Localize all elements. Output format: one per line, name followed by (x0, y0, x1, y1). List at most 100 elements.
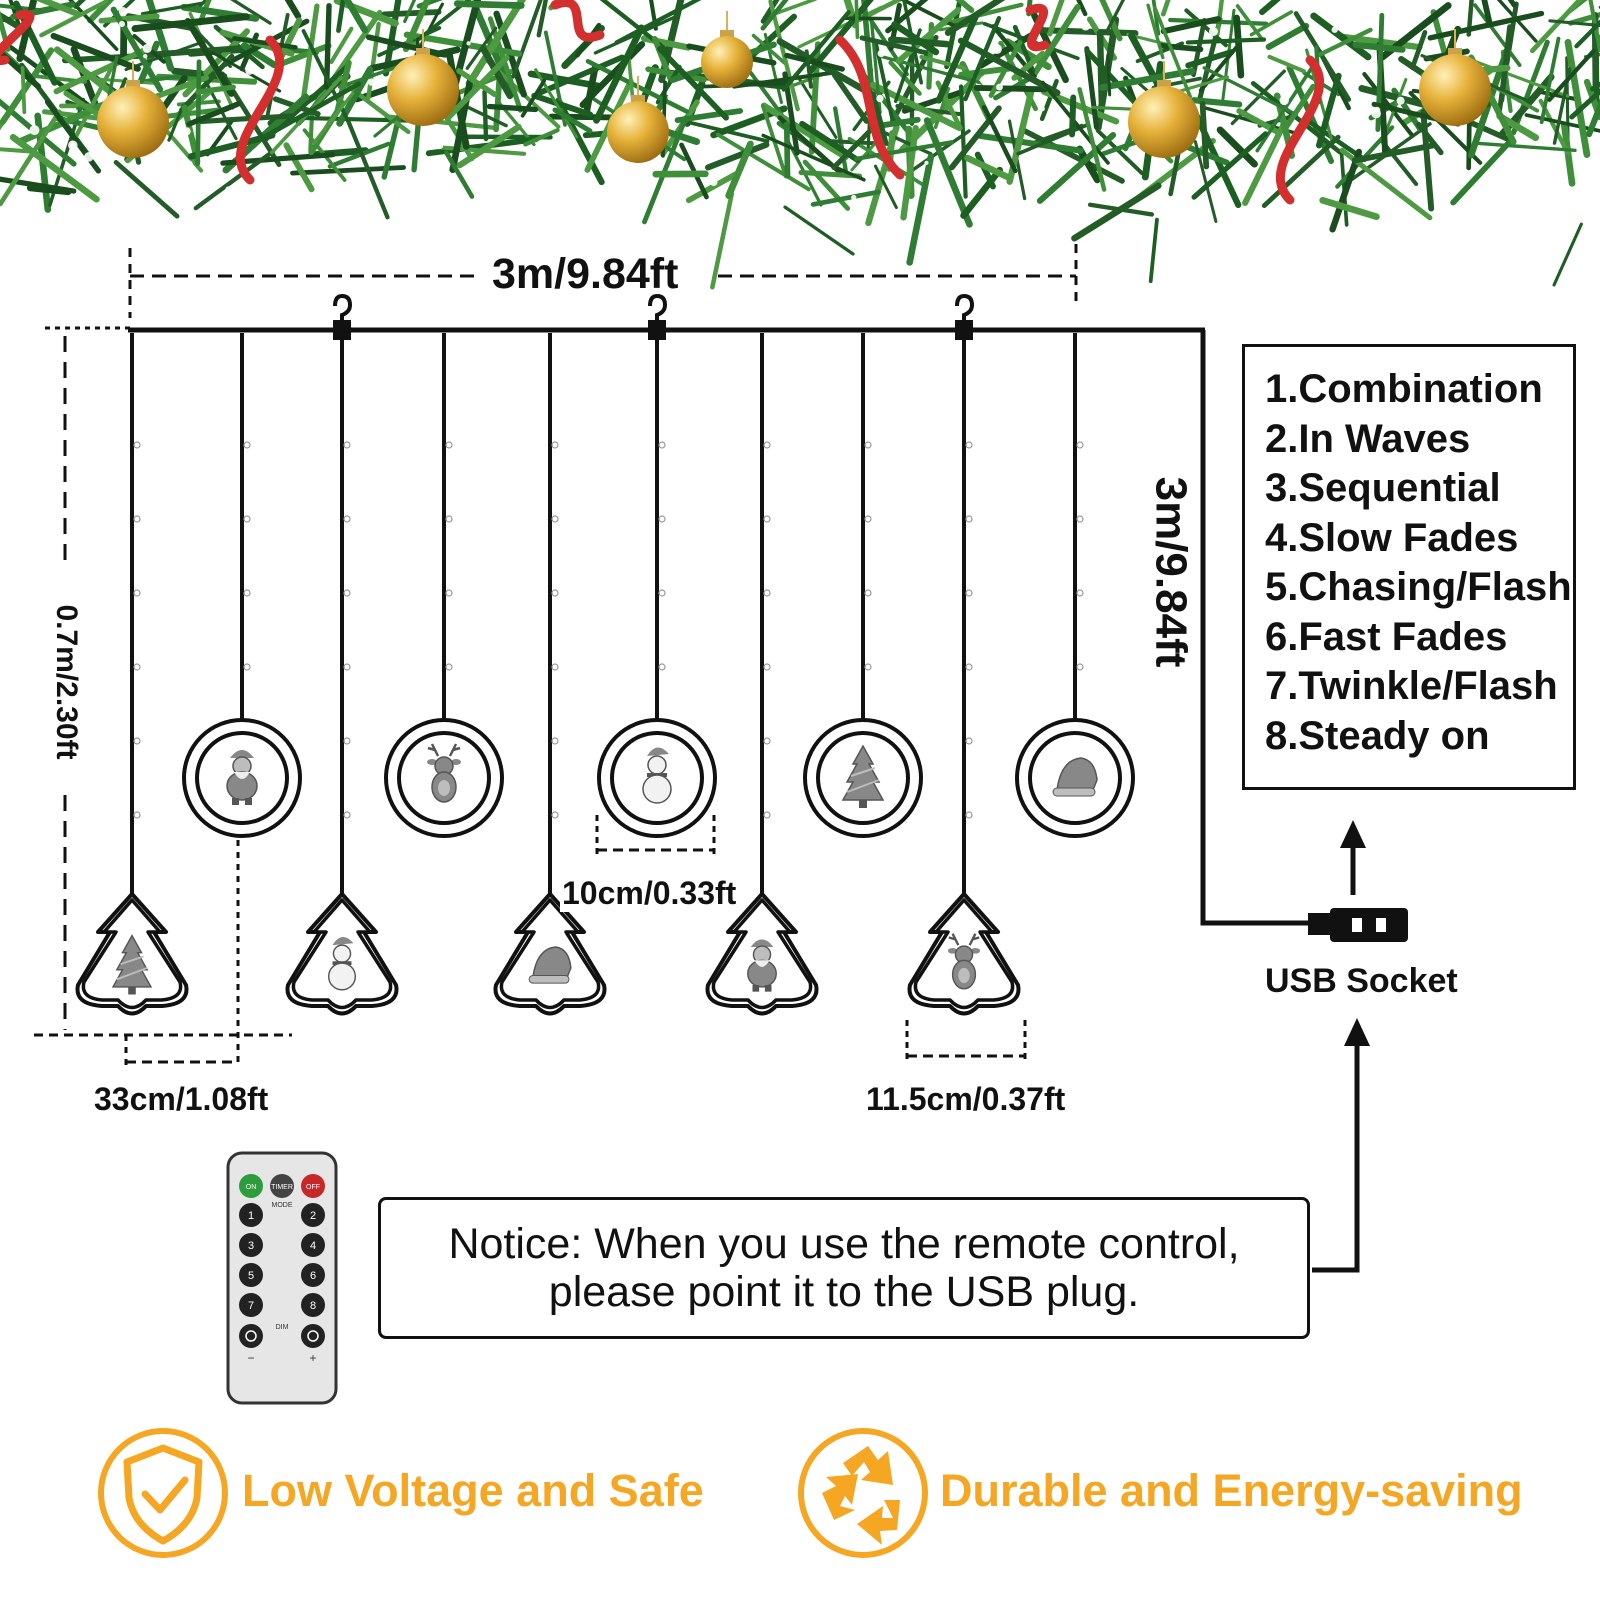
pine-needle (1039, 78, 1059, 122)
pine-needle (1084, 46, 1099, 130)
pine-needle (337, 62, 407, 89)
pine-needle (140, 1, 205, 16)
pine-needle (1351, 142, 1436, 164)
pine-needle (283, 142, 315, 193)
pine-needle (1146, 3, 1165, 60)
remote-number-button: 1 (239, 1203, 263, 1227)
snow-sparkle (118, 20, 125, 27)
pine-needle (761, 133, 866, 182)
pine-needle (1475, 141, 1577, 153)
led-bulb (133, 811, 141, 819)
svg-text:4: 4 (310, 1240, 316, 1252)
snow-sparkle (1040, 106, 1045, 112)
led-bulb (965, 737, 973, 745)
pine-needle (444, 150, 475, 199)
spacing-label: 33cm/1.08ft (94, 1081, 269, 1117)
height-label: 3m/9.84ft (1146, 477, 1195, 668)
snow-sparkle (991, 44, 1002, 55)
pine-needle (1410, 29, 1428, 70)
pine-needle (1106, 54, 1112, 97)
pine-needle (963, 15, 1002, 102)
ring-pendant (182, 718, 302, 838)
pine-needle (725, 140, 754, 200)
tree-icon (841, 744, 885, 808)
remote-mode-label: MODE (272, 1202, 293, 1209)
pine-needle (1216, 126, 1258, 168)
pine-needle (323, 3, 332, 90)
pine-needle (1191, 131, 1269, 200)
pine-needle (39, 0, 109, 38)
pine-needle (1310, 12, 1372, 61)
pine-needle (807, 0, 874, 75)
pine-needle (1466, 0, 1474, 37)
pine-needle (1552, 222, 1583, 287)
pine-needle (1574, 19, 1600, 49)
pine-needle (657, 45, 729, 121)
pine-needle (1539, 36, 1561, 125)
pine-garland (0, 0, 1600, 290)
pine-needle (1077, 87, 1107, 192)
snow-sparkle (182, 127, 191, 136)
red-ribbon (235, 35, 285, 185)
remote-on-button: ON (239, 1174, 263, 1198)
led-bulb (243, 441, 251, 449)
pine-needle (1261, 134, 1341, 209)
snow-sparkle (183, 160, 193, 170)
notice-line-2: please point it to the USB plug. (548, 1268, 1140, 1316)
pine-needle (456, 68, 498, 98)
led-bulb (133, 441, 141, 449)
pine-needle (98, 13, 160, 24)
snow-sparkle (435, 141, 444, 150)
mode-item: 7.Twinkle/Flash (1265, 664, 1558, 708)
pine-needle (1529, 0, 1583, 54)
red-ribbon (1275, 55, 1325, 205)
snow-sparkle (1577, 182, 1585, 191)
svg-text:3: 3 (248, 1240, 254, 1252)
pine-needle (329, 26, 354, 65)
pine-needle (1157, 42, 1204, 53)
gold-ornament-icon (1128, 86, 1200, 158)
pine-needle (687, 120, 770, 144)
pine-needle (552, 107, 593, 134)
pine-needle (760, 0, 780, 24)
led-bulb (133, 589, 141, 597)
pine-needle (798, 170, 863, 179)
led-bulb (864, 663, 872, 671)
snow-sparkle (1492, 43, 1502, 54)
remote-dim-label: DIM (276, 1324, 289, 1331)
pine-needle (1548, 19, 1600, 27)
pine-needle (988, 40, 1023, 98)
pine-needle (312, 9, 383, 109)
pine-needle (20, 66, 27, 115)
light-strand (384, 333, 504, 838)
pine-needle (1283, 83, 1316, 131)
pine-needle (710, 191, 735, 290)
ring-pendant (384, 718, 504, 838)
led-bulb (1076, 663, 1084, 671)
remote-number-button: 8 (301, 1293, 325, 1317)
ring-pendant (1015, 718, 1135, 838)
pine-needle (900, 124, 919, 221)
usb-socket-label: USB Socket (1265, 962, 1458, 1000)
svg-text:7: 7 (248, 1300, 254, 1312)
led-bulb (551, 737, 559, 745)
pine-needle (973, 84, 1048, 93)
pine-needle (1547, 48, 1596, 102)
svg-text:TIMER: TIMER (271, 1184, 293, 1191)
pine-needle (1047, 0, 1065, 37)
pine-needle (1242, 117, 1289, 206)
pine-needle (187, 132, 276, 160)
pine-needle (71, 61, 116, 143)
drop-label: 0.7m/2.30ft (50, 604, 83, 759)
pine-needle (9, 133, 100, 203)
pine-needle (487, 16, 523, 113)
snow-sparkle (142, 53, 148, 59)
snow-sparkle (68, 140, 78, 150)
led-bulb (243, 663, 251, 671)
snow-sparkle (245, 66, 254, 75)
snow-sparkle (466, 41, 471, 46)
red-ribbon (550, 0, 605, 42)
pine-needle (279, 42, 332, 67)
led-bulb (864, 589, 872, 597)
